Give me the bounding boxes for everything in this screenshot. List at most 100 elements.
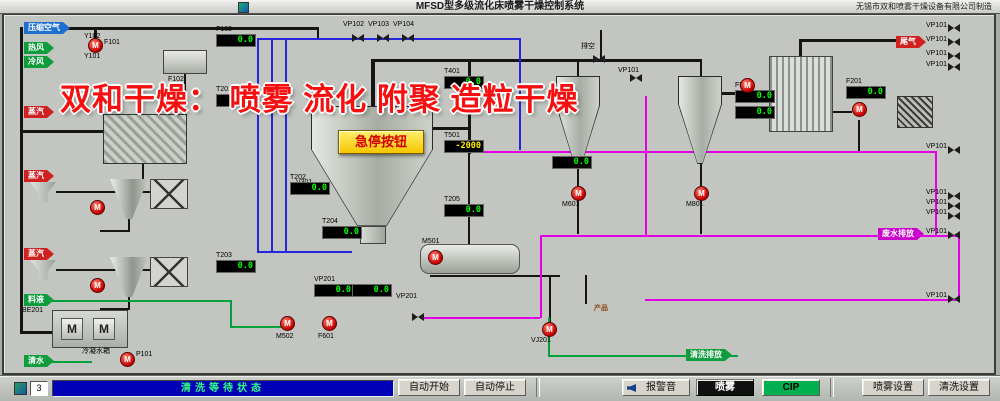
equipment-label: M501 (422, 238, 440, 245)
pump-motor-icon[interactable]: M (280, 316, 295, 331)
pipe (540, 235, 959, 237)
cyclone-icon (110, 179, 148, 219)
pipe (548, 355, 738, 357)
equipment-label: VP101 (926, 292, 948, 299)
valve-icon[interactable] (948, 202, 960, 211)
valve-icon[interactable] (630, 74, 642, 83)
valve-icon[interactable] (948, 231, 960, 240)
valve-icon[interactable] (412, 313, 424, 322)
pump-motor-icon[interactable]: M (322, 316, 337, 331)
display-value: 0.0 (216, 34, 256, 47)
air-heater (163, 50, 207, 74)
display-label: T201 (216, 86, 232, 93)
valve-icon[interactable] (377, 34, 389, 43)
pipe (577, 166, 579, 186)
auto-start-button[interactable]: 自动开始 (398, 379, 460, 396)
valve-icon[interactable] (948, 212, 960, 221)
process-diagram: M M 急停按钮 双和干燥： 喷雾 流化 附聚 造粒干燥 压缩空气热风冷风蒸汽蒸… (20, 21, 960, 367)
pipe (468, 59, 471, 154)
pipe (645, 96, 647, 235)
pump-motor-icon[interactable]: M (740, 78, 755, 93)
valve-icon[interactable] (948, 63, 960, 72)
display-value: 0.0 (290, 182, 330, 195)
cyclone-icon (110, 257, 148, 297)
valve-icon[interactable] (948, 38, 960, 47)
app-logo-icon (238, 2, 249, 13)
pipe (142, 162, 144, 182)
pipe (285, 38, 287, 252)
pipe (829, 111, 852, 113)
motor-icon[interactable]: M (61, 318, 83, 340)
flow-tag: 尾气 (896, 36, 926, 48)
watermark-text: 双和干燥： 喷雾 流化 附聚 造粒干燥 (60, 82, 579, 117)
pipe (56, 269, 150, 271)
flow-tag: 清洗排放 (686, 349, 732, 361)
spray-settings-button[interactable]: 喷雾设置 (862, 379, 924, 396)
equipment-label: VP101 (926, 228, 948, 235)
unit-number-box: 3 (30, 381, 48, 396)
pipe (468, 154, 470, 248)
valve-icon[interactable] (402, 34, 414, 43)
alarm-sound-button[interactable]: 报警音 (622, 379, 690, 396)
pump-motor-icon[interactable]: M (571, 186, 586, 201)
flow-tag: 蒸汽 (24, 170, 54, 182)
pipe (371, 59, 700, 62)
equipment-label: M502 (276, 333, 294, 340)
pipe (128, 294, 130, 310)
cip-mode-button[interactable]: CIP (762, 379, 820, 396)
pump-motor-icon[interactable]: M (428, 250, 443, 265)
pipe (257, 251, 352, 253)
pipe (700, 59, 702, 80)
value-display: T501-2000 (444, 132, 484, 153)
value-display: 0.0 (352, 284, 392, 297)
toolbar-divider (830, 378, 834, 397)
equipment-label: VP104 (393, 21, 415, 28)
flow-tag: 蒸汽 (24, 106, 54, 118)
emergency-stop-button[interactable]: 急停按钮 (338, 130, 424, 154)
pipe (549, 275, 551, 322)
valve-icon[interactable] (948, 295, 960, 304)
valve-icon[interactable] (948, 24, 960, 33)
pump-motor-icon[interactable]: M (90, 200, 105, 215)
equipment-label: VP103 (368, 21, 390, 28)
equipment-label: F101 (104, 39, 120, 46)
drying-chamber-body (312, 107, 432, 226)
pump-motor-icon[interactable]: M (88, 38, 103, 53)
valve-icon[interactable] (948, 52, 960, 61)
flow-tag: 压缩空气 (24, 22, 70, 34)
valve-icon[interactable] (352, 34, 364, 43)
bag-filter (103, 114, 187, 164)
pipe (56, 191, 150, 193)
equipment-label: 产品 (594, 305, 608, 312)
pump-motor-icon[interactable]: M (694, 186, 709, 201)
pipe (100, 230, 128, 232)
pump-motor-icon[interactable]: M (90, 278, 105, 293)
display-value: 0.0 (314, 284, 354, 297)
valve-icon[interactable] (948, 192, 960, 201)
equipment-label: VP101 (926, 209, 948, 216)
valve-icon[interactable] (948, 146, 960, 155)
motor-icon[interactable]: M (93, 318, 115, 340)
equipment-label: BE201 (22, 307, 44, 314)
title-bar: MFSD型多级流化床喷雾干燥控制系统 无锡市双和喷雾干燥设备有限公司制造 (0, 0, 1000, 14)
status-message-bar: 清洗等待状态 (52, 380, 394, 397)
pump-motor-icon[interactable]: M (852, 102, 867, 117)
flow-tag: 冷风 (24, 56, 54, 68)
equipment-label: VP102 (343, 21, 365, 28)
pipe (700, 199, 702, 234)
value-display: F5010.0 (735, 82, 775, 103)
pipe (600, 30, 602, 59)
pump-motor-icon[interactable]: M (542, 322, 557, 337)
display-value: 0.0 (735, 106, 775, 119)
spray-mode-button[interactable]: 喷雾 (696, 379, 754, 396)
pump-motor-icon[interactable]: M (120, 352, 135, 367)
clean-settings-button[interactable]: 清洗设置 (928, 379, 990, 396)
pipe (371, 60, 375, 110)
valve-icon[interactable] (593, 55, 605, 64)
display-value: 0.0 (352, 284, 392, 297)
pipe (645, 299, 959, 301)
pipe (100, 308, 128, 310)
auto-stop-button[interactable]: 自动停止 (464, 379, 526, 396)
